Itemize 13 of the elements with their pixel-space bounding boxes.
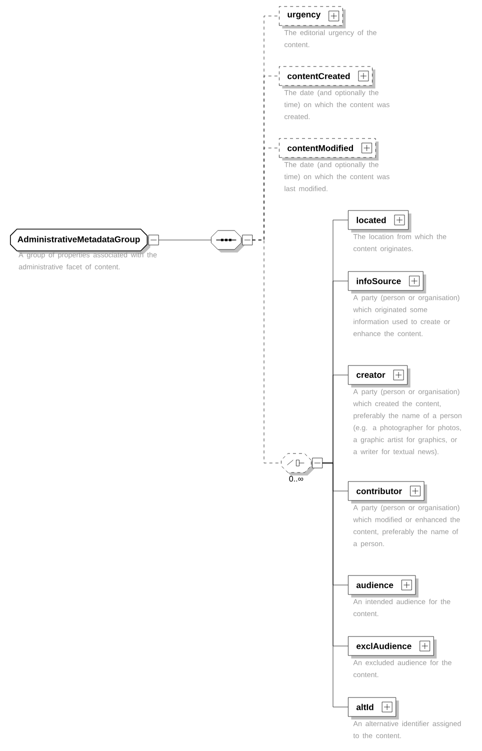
element-box: contentCreated	[279, 66, 376, 88]
connector-line	[252, 240, 282, 464]
element-box: infoSource	[348, 271, 426, 294]
element-box: located	[348, 210, 412, 232]
element-box: creator	[348, 365, 410, 388]
connector-line	[322, 462, 348, 708]
group-box: AdministrativeMetadataGroup	[10, 228, 150, 254]
element-box: contentModified	[279, 138, 379, 160]
element-box: urgency	[279, 6, 346, 28]
element-box: exclAudience	[348, 636, 437, 658]
cardinality-label: 0..∞	[289, 476, 304, 482]
element-box: contributor	[348, 481, 428, 504]
element-box: audience	[348, 575, 418, 598]
